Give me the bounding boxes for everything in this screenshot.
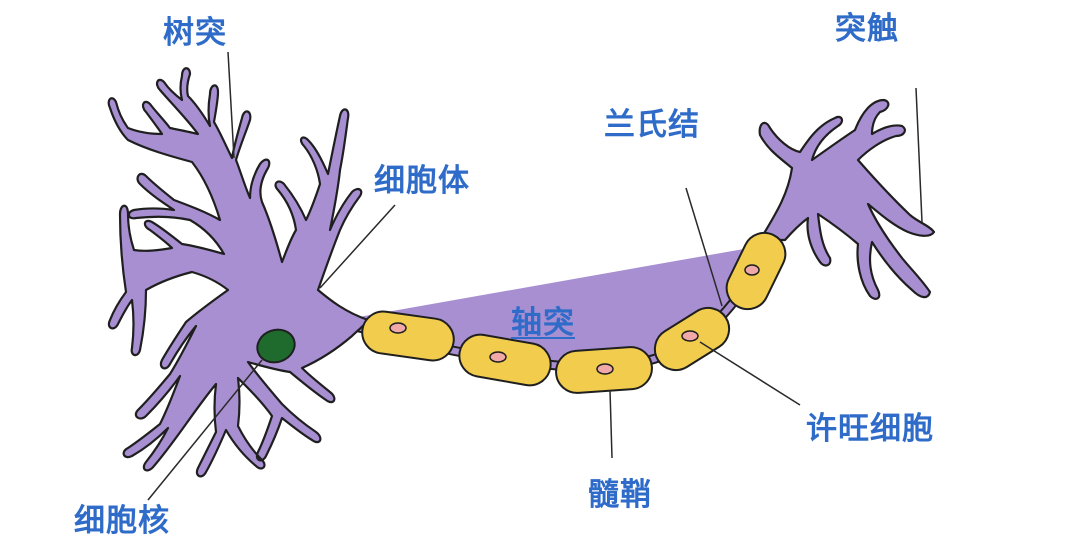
axon-terminal xyxy=(758,98,936,300)
schwann-nucleus xyxy=(596,363,614,375)
leader-dendrite xyxy=(227,51,235,159)
label-axon[interactable]: 轴突 xyxy=(511,305,575,341)
leader-synapse xyxy=(915,87,923,223)
schwann-nucleus xyxy=(744,264,760,276)
myelin-sheath xyxy=(361,231,787,394)
leader-myelin xyxy=(609,389,613,459)
label-node-of-ranvier: 兰氏结 xyxy=(604,107,700,143)
nucleus xyxy=(256,328,296,364)
soma xyxy=(107,67,370,478)
label-schwann-cell: 许旺细胞 xyxy=(806,411,934,447)
schwann-nucleus xyxy=(489,351,507,363)
leader-schwann xyxy=(699,341,801,406)
label-myelin-sheath: 髓鞘 xyxy=(588,477,652,513)
schwann-nucleus xyxy=(389,322,407,334)
leader-node xyxy=(685,187,723,307)
leader-lines xyxy=(147,51,923,501)
leader-nucleus xyxy=(147,359,263,501)
myelin-segment xyxy=(361,310,455,362)
label-soma: 细胞体 xyxy=(374,163,470,199)
label-dendrite: 树突 xyxy=(163,15,227,51)
label-synapse: 突触 xyxy=(835,11,899,47)
leader-soma xyxy=(319,204,396,289)
label-nucleus: 细胞核 xyxy=(74,503,170,539)
schwann-nucleus xyxy=(681,330,699,342)
